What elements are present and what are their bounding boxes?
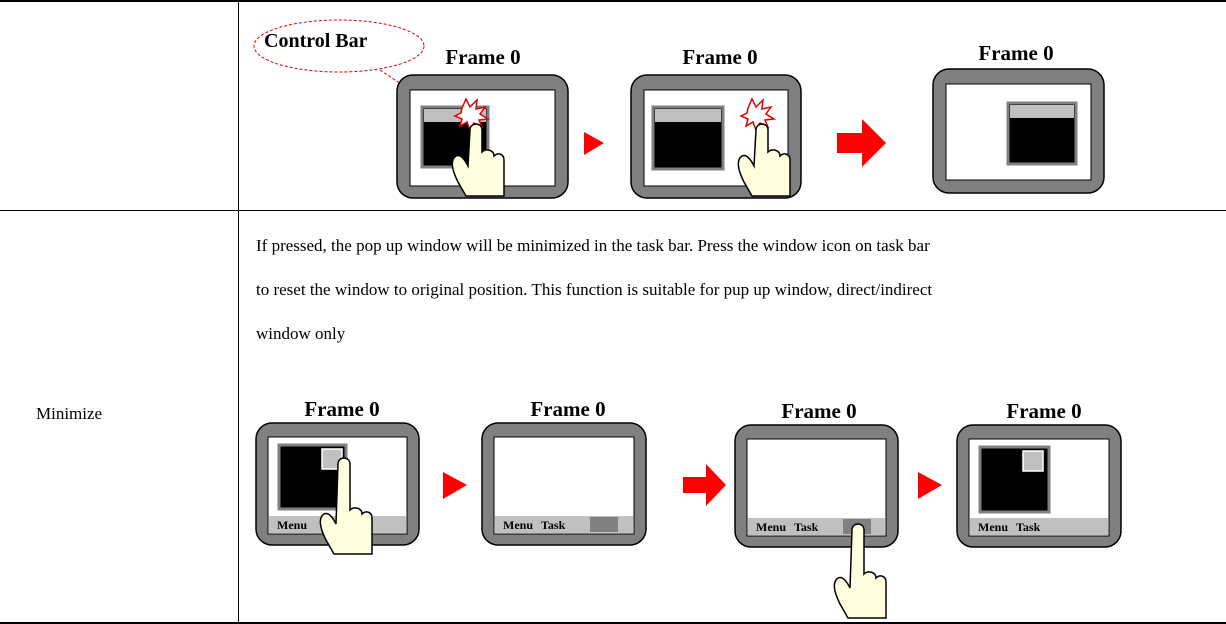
hand-pointer-icon: [833, 523, 887, 619]
popup-control-bar: [655, 109, 721, 122]
row2-frame-1-title: Frame 0: [304, 397, 380, 421]
popup-control-bar: [1010, 105, 1074, 118]
minimize-description-line-1: If pressed, the pop up window will be mi…: [256, 236, 930, 255]
row2-frame-3-title: Frame 0: [781, 399, 857, 423]
row1-frame-2-title: Frame 0: [682, 45, 758, 69]
table-top-border: [0, 0, 1226, 2]
minimize-description-line-2: to reset the window to original position…: [256, 280, 933, 299]
triangle-right-icon: [443, 472, 467, 499]
row1-frame-2-device: [630, 74, 802, 199]
hand-pointer-icon: [451, 123, 505, 197]
hand-pointer-icon: [319, 457, 373, 555]
row1-frame-3-device: [932, 68, 1105, 194]
taskbar-task-text: Task: [1016, 520, 1041, 534]
taskbar-menu-text: Menu: [277, 518, 307, 532]
control-bar-callout: Control Bar: [264, 30, 368, 52]
column-divider: [238, 0, 239, 624]
row2-frame-2-device: Menu Task: [481, 422, 647, 546]
row2-frame-3-device: Menu Task: [734, 424, 899, 619]
arrow-right-icon: [683, 464, 726, 506]
taskbar-task-text: Task: [541, 518, 566, 532]
minimize-description-line-3: window only: [256, 324, 346, 343]
table-bottom-border: [0, 622, 1226, 624]
taskbar-menu-text: Menu: [978, 520, 1008, 534]
taskbar-menu-text: Menu: [756, 520, 786, 534]
taskbar: [970, 518, 1108, 535]
control-bar-callout-ellipse: [253, 19, 425, 73]
row1-frame-3-title: Frame 0: [978, 41, 1054, 65]
row1-frame-1-title: Frame 0: [445, 45, 521, 69]
hand-pointer-icon: [737, 123, 791, 197]
minimize-button: [1022, 450, 1044, 472]
taskbar-task-text: Task: [794, 520, 819, 534]
row-divider: [0, 210, 1226, 211]
row1-frame-1-device: [396, 74, 569, 199]
row2-frame-1-device: Menu: [255, 422, 420, 555]
row2-frame-4-title: Frame 0: [1006, 399, 1082, 423]
touch-burst-icon: [453, 97, 491, 132]
triangle-right-icon: [918, 472, 942, 499]
row1-diagram: [253, 19, 1105, 199]
triangle-right-icon: [584, 132, 604, 155]
taskbar-menu-text: Menu: [503, 518, 533, 532]
arrow-right-icon: [837, 119, 886, 167]
row2-frame-2-title: Frame 0: [530, 397, 606, 421]
row2-frame-4-device: Menu Task: [956, 424, 1122, 548]
minimize-label: Minimize: [36, 404, 103, 423]
touch-burst-icon: [739, 97, 777, 132]
taskbar-window-button: [590, 517, 618, 532]
